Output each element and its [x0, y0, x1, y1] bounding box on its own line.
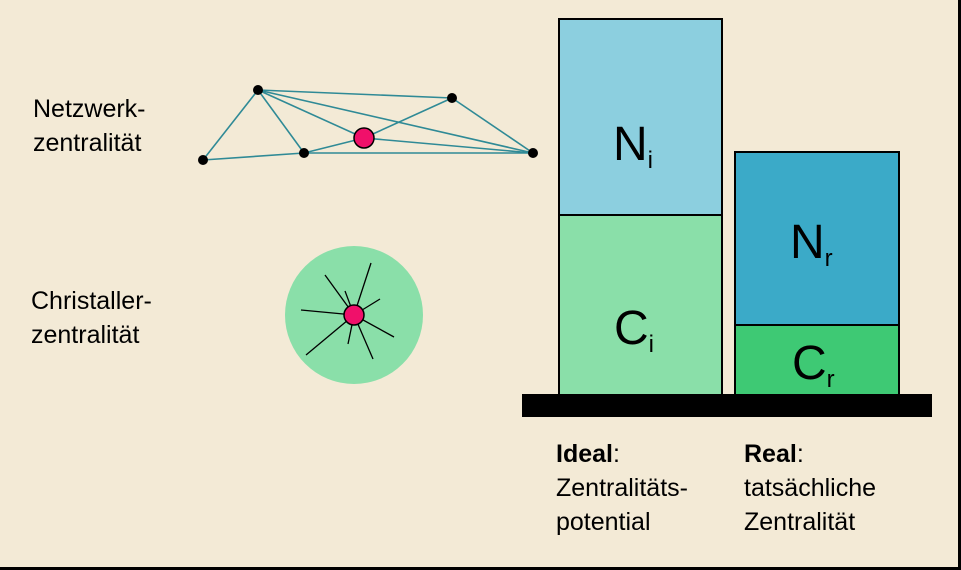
network-centrality-label: Netzwerk- zentralität [33, 92, 146, 160]
network-edge [257, 89, 534, 154]
real-christaller-label: Cr [792, 337, 835, 394]
ideal-caption-heading: Ideal: [556, 440, 620, 468]
network-centrality-line-1: Netzwerk- [33, 95, 146, 123]
network-node [198, 155, 208, 165]
christaller-centrality-line-1: Christaller- [31, 287, 152, 315]
network-nodes [198, 85, 538, 165]
network-edge [202, 89, 259, 161]
network-edge [202, 152, 305, 161]
christaller-centrality-line-2: zentralität [31, 321, 140, 349]
ideal-network-label: Ni [613, 118, 654, 175]
network-node [299, 148, 309, 158]
network-edge [363, 137, 534, 154]
network-graph [202, 89, 534, 161]
network-edge [363, 97, 453, 139]
network-edge [451, 97, 534, 154]
network-center-node [353, 127, 375, 149]
christaller-center-node [343, 304, 365, 326]
network-edge [257, 89, 305, 154]
real-caption: Real: tatsächliche Zentralität [744, 437, 876, 539]
real-caption-heading: Real: [744, 440, 804, 468]
real-caption-line-1: tatsächliche [744, 474, 877, 502]
network-edge [257, 89, 453, 99]
real-caption-line-2: Zentralität [744, 508, 856, 536]
ideal-network-box [558, 18, 723, 216]
ideal-christaller-label: Ci [614, 302, 655, 359]
base-bar [522, 394, 932, 417]
ideal-christaller-box [558, 214, 723, 396]
network-node [253, 85, 263, 95]
network-centrality-line-2: zentralität [33, 129, 142, 157]
ideal-caption-line-2: potential [556, 508, 651, 536]
ideal-caption-line-1: Zentralitäts- [556, 474, 688, 502]
ideal-caption: Ideal: Zentralitäts- potential [556, 437, 688, 539]
network-node [528, 148, 538, 158]
network-node [447, 93, 457, 103]
christaller-centrality-label: Christaller- zentralität [31, 284, 152, 352]
network-edge [257, 89, 365, 139]
real-network-label: Nr [790, 216, 833, 273]
